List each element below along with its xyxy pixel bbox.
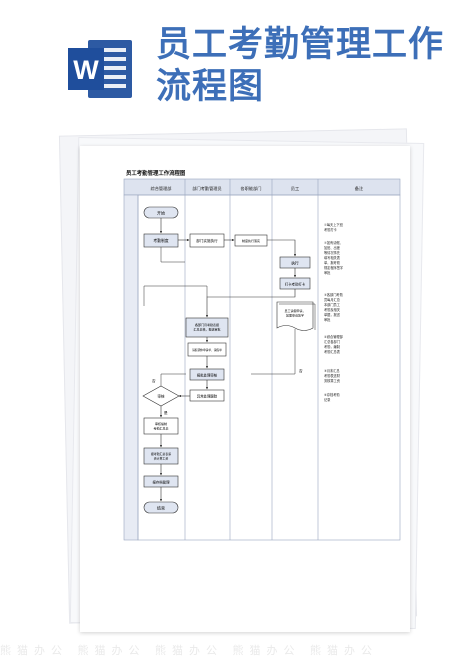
edge — [160, 373, 186, 386]
func-dept-label: 制度执行落实 — [242, 238, 260, 243]
handle-issue-node — [189, 389, 225, 402]
decision-label: 审核 — [157, 394, 165, 399]
title-line-2: 流程图 — [156, 67, 265, 107]
attendance-rules-label: 考勤制度 — [153, 238, 168, 243]
edge — [160, 247, 185, 263]
edge — [205, 289, 296, 318]
func-dept-node — [234, 234, 268, 247]
dept-implement-label: 部门实施执行 — [196, 238, 218, 243]
archive-label: 报存档管理 — [153, 480, 171, 485]
dept-implement-node — [189, 233, 225, 248]
lane-header-notes: 备注 — [355, 185, 364, 192]
leave-request-label: 员工请假申请，如需申请签字 — [284, 308, 305, 318]
note-1: ①每天上下班考勤打卡 — [324, 222, 344, 232]
word-document-icon: W — [68, 40, 132, 98]
lane-header-employee: 员工 — [291, 186, 299, 192]
edge — [267, 239, 297, 257]
flowchart: 员工考勤管理工作流程图 综合管理部 部门考勤管理员 各职能部门 员工 备注 开始… — [123, 169, 401, 541]
review-approve-label: 报批处理审核 — [197, 373, 218, 378]
edge-label-yes: 是 — [164, 410, 168, 415]
document-heading: 员工考勤管理工作流程图 — [126, 169, 186, 177]
hr-summary-label: 审核编制考勤汇总表 — [153, 421, 168, 430]
salary-calc-label: 报考勤汇总表薪资计算工资 — [151, 451, 171, 460]
edge-label-no-2: 否 — [299, 369, 303, 373]
end-node — [143, 501, 179, 514]
employee-execute-label: 执行 — [291, 261, 299, 266]
lane-left-band — [123, 194, 139, 541]
title-line-1: 员工考勤管理工作 — [156, 25, 445, 65]
leave-form-label: 请假调休申请单、请假单 — [192, 348, 222, 352]
svg-text:W: W — [73, 55, 99, 85]
start-label: 开始 — [157, 210, 165, 216]
note-3: ③各部门考勤员每月汇总本部门员工考勤及相关单据，报送审批 — [324, 292, 344, 322]
clock-in-label: 打卡考勤打卡 — [285, 282, 306, 287]
document-page: 员工考勤管理工作流程图 综合管理部 部门考勤管理员 各职能部门 员工 备注 开始… — [80, 146, 410, 632]
handle-issue-label: 异常处理跟踪 — [197, 394, 218, 399]
page-title: 员工考勤管理工作 流程图 — [156, 24, 456, 108]
lane-header-dept-clerk: 部门考勤管理员 — [192, 185, 221, 192]
note-2: ②如有请假、加班、出差等情况事先填写相关表单，报考勤规定程序签字审批 — [324, 240, 343, 275]
edge-label-no-1: 否 — [152, 379, 156, 383]
leave-request-document — [276, 301, 314, 331]
lane-header-admin: 综合管理部 — [151, 185, 172, 192]
note-4: ④综合管理部汇总各部门考勤，编制考勤汇总表 — [324, 334, 344, 354]
watermark: 熊猫办公 熊猫办公 熊猫办公 熊猫办公 熊猫办公 — [0, 644, 378, 657]
dept-summary-label: 各部门月考勤表报汇总表格，报送审批 — [193, 322, 220, 331]
note-5: ⑤月末汇总考勤表送财务核算工资 — [324, 368, 341, 383]
end-label: 结束 — [157, 505, 165, 511]
notes-column: ①每天上下班考勤打卡 ②如有请假、加班、出差等情况事先填写相关表单，报考勤规定程… — [324, 222, 344, 402]
note-6: ⑥存档考勤记录 — [324, 392, 340, 402]
document-stack-edge — [279, 303, 316, 330]
edge — [143, 285, 208, 306]
lane-header-func-dept: 各职能部门 — [241, 185, 262, 192]
lane-body — [137, 194, 401, 541]
header: W 员工考勤管理工作 流程图 — [0, 0, 474, 120]
